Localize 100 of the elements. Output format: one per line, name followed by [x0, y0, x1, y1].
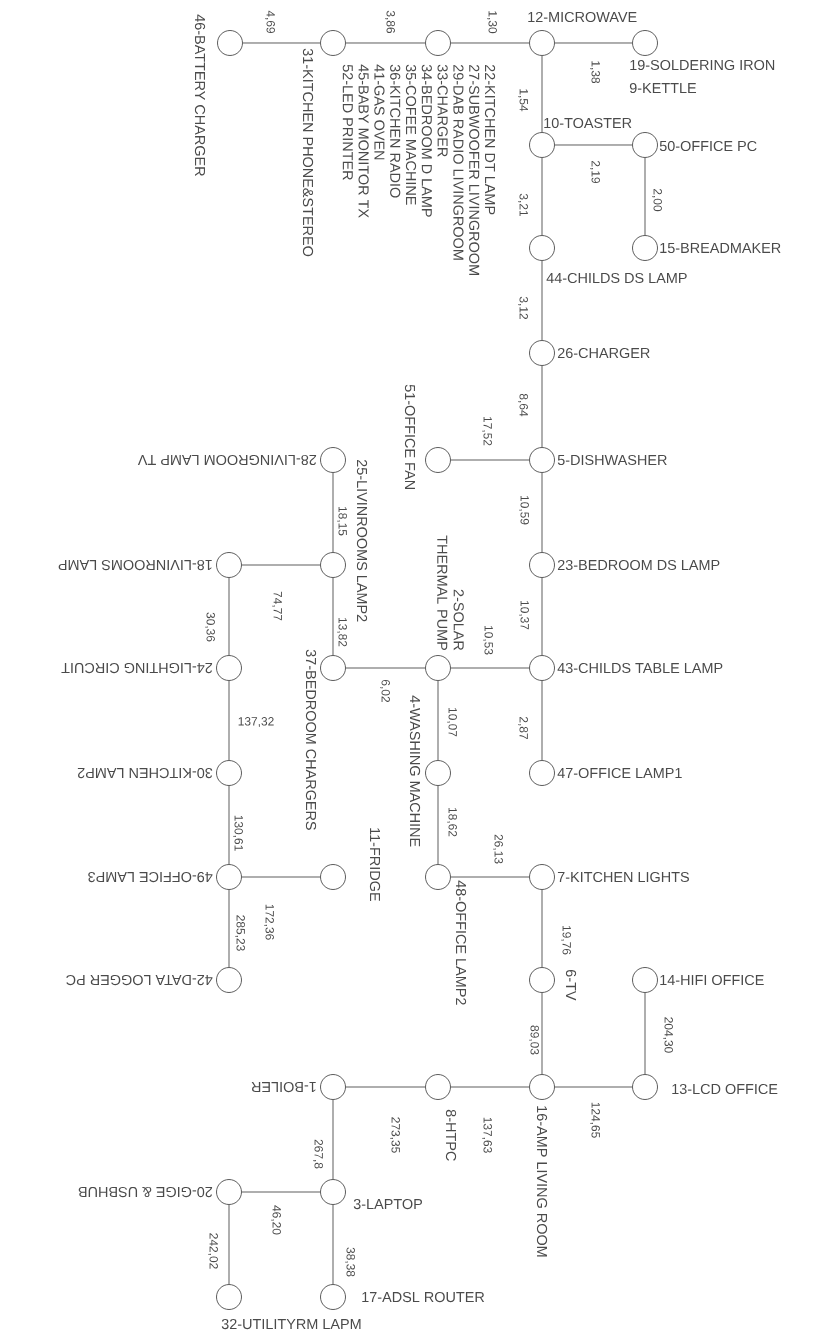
connector-line	[541, 577, 543, 656]
connector-line	[554, 1086, 633, 1088]
node-label: 7-KITCHEN LIGHTS	[557, 871, 689, 883]
edge-label: 18,62	[446, 806, 458, 838]
node-label: 49-OFFICE LAMP3	[88, 871, 213, 883]
node-label: 36-KITCHEN RADIO	[390, 64, 401, 198]
edge-label: 10,59	[518, 494, 530, 526]
connector-line	[541, 680, 543, 761]
edge-label: 10,53	[482, 624, 494, 656]
edge-label: 2,19	[589, 159, 601, 185]
connector-line	[450, 42, 530, 44]
edge-label: 242,02	[207, 1232, 219, 1270]
edge-label: 13,82	[336, 616, 348, 648]
edge-label: 46,20	[270, 1204, 282, 1236]
connector-line	[541, 55, 543, 133]
edge-label: 10,37	[518, 599, 530, 631]
connector-line	[228, 889, 230, 968]
connector-line	[541, 365, 543, 448]
node-label: 16-AMP LIVING ROOM	[536, 1106, 548, 1257]
node-label: 10-TOASTER	[544, 117, 632, 129]
connector-line	[345, 667, 426, 669]
node-label: 23-BEDROOM DS LAMP	[557, 559, 720, 571]
connector-line	[644, 992, 646, 1075]
node-label: 30-KITCHEN LAMP2	[77, 767, 213, 779]
node-label: 25-LIVINROOMS LAMP2	[356, 459, 368, 622]
edge-label: 267,8	[312, 1138, 324, 1170]
connector-line	[241, 1191, 321, 1193]
node-label: 42-DATA LOGGER PC	[66, 974, 213, 986]
edge-label: 17,52	[481, 415, 493, 447]
edge-label: 1,54	[517, 87, 529, 113]
connector-line	[541, 889, 543, 968]
connector-line	[554, 144, 633, 146]
edge-label: 1,38	[589, 59, 601, 85]
node-label: 15-BREADMAKER	[660, 242, 781, 254]
edge-label: 204,30	[662, 1016, 674, 1054]
edge-label: 3,86	[384, 9, 396, 35]
node-label: 20-GIGE & USBHUB	[78, 1186, 213, 1198]
node-label: 11-FRIDGE	[369, 828, 381, 901]
node-label: 3-LAPTOP	[353, 1198, 423, 1210]
node-label: 47-OFFICE LAMP1	[557, 767, 682, 779]
node-label: 4-WASHING MACHINE	[409, 695, 421, 847]
node-label: 17-ADSL ROUTER	[362, 1291, 485, 1303]
edge-label: 1,30	[486, 9, 498, 35]
edge-label: 18,15	[336, 505, 348, 537]
node-label: 43-CHILDS TABLE LAMP	[557, 662, 723, 674]
edge-label: 172,36	[263, 903, 275, 941]
connector-line	[345, 42, 426, 44]
edge-label: 2,87	[517, 715, 529, 741]
node-label: 35-COFEE MACHINE	[405, 64, 417, 205]
node-label: 28-LIVINGROOM LAMP TV	[137, 454, 317, 466]
edge-label: 6,02	[379, 678, 391, 704]
connector-line	[437, 785, 439, 865]
connector-line	[541, 260, 543, 341]
connector-line	[644, 157, 646, 236]
edge-label: 137,63	[481, 1116, 493, 1154]
node-label: 31-KITCHEN PHONE&STEREO	[302, 48, 314, 257]
edge-label: 273,35	[389, 1116, 401, 1154]
edge-label: 130,61	[232, 814, 244, 852]
edge-label: 30,36	[204, 611, 216, 643]
node-label: 46-BATTERY CHARGER	[194, 14, 206, 176]
node-label: 45-BABY MONITOR TX	[358, 64, 369, 218]
connector-line	[241, 564, 321, 566]
node-label: 34-BEDROOM D LAMP	[421, 64, 432, 217]
node-label: 12-MICROWAVE	[528, 11, 637, 23]
node-label: 32-UTILITYRM LAPM	[221, 1318, 361, 1330]
connector-line	[332, 472, 334, 553]
edge-label: 137,32	[237, 716, 275, 728]
node-label: 8-HTPC	[445, 1109, 457, 1161]
connector-line	[345, 1086, 426, 1088]
node-label: 18-LIVINROOMS LAMP	[58, 559, 212, 571]
edge-label: 26,13	[492, 833, 504, 865]
node-label: 26-CHARGER	[557, 347, 650, 359]
connector-line	[541, 157, 543, 236]
connector-line	[241, 876, 321, 878]
connector-line	[332, 1099, 334, 1180]
connector-line	[450, 876, 530, 878]
node-label: 13-LCD OFFICE	[672, 1083, 778, 1095]
connector-line	[541, 992, 543, 1075]
node-label: 44-CHILDS DS LAMP	[546, 272, 687, 284]
node-label: 51-OFFICE FAN	[404, 384, 416, 489]
node-label: 1-BOILER	[251, 1081, 316, 1093]
edge-label: 3,12	[517, 295, 529, 321]
node-label: 50-OFFICE PC	[659, 140, 757, 152]
connector-line	[228, 680, 230, 761]
edge-label: 74,77	[271, 590, 283, 622]
edge-label: 285,23	[234, 914, 246, 952]
edge-label: 2,00	[651, 187, 663, 213]
connector-line	[450, 667, 530, 669]
edge-label: 8,64	[517, 392, 529, 418]
node-label: 48-OFFICE LAMP2	[455, 880, 467, 1005]
edge-label: 124,65	[589, 1101, 601, 1139]
connector-line	[437, 680, 439, 761]
edge-label: 19,76	[560, 924, 572, 956]
connector-line	[332, 1204, 334, 1285]
node-label: 22-KITCHEN DT LAMP	[484, 64, 496, 215]
connector-line	[450, 459, 530, 461]
edge-label: 3,21	[517, 192, 529, 218]
node-label: 14-HIFI OFFICE	[660, 974, 764, 986]
node-label: 24-LIGHTING CIRCUIT	[61, 662, 213, 674]
connector-line	[242, 42, 321, 44]
